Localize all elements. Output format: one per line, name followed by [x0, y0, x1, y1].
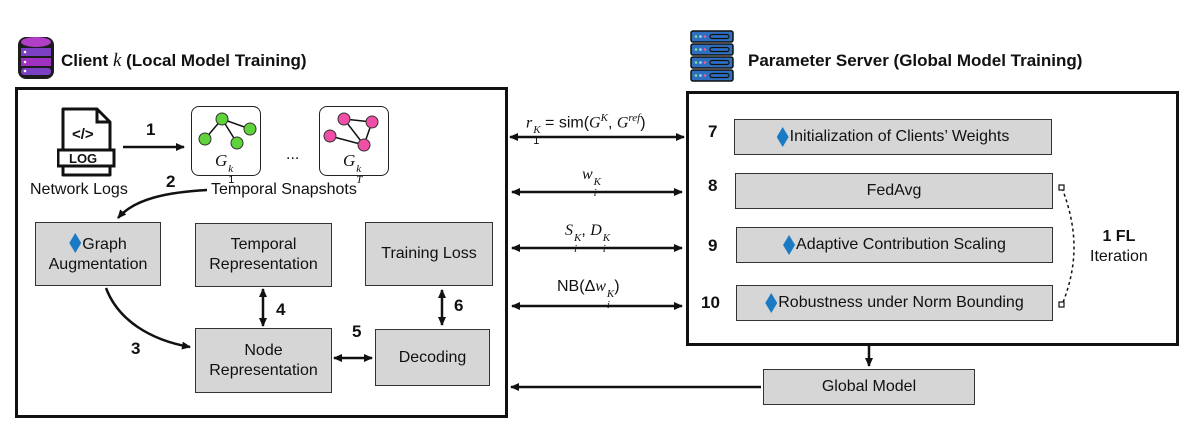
server-title: Parameter Server (Global Model Training) — [748, 51, 1083, 70]
step-6-label: 6 — [454, 296, 464, 315]
step-10-label: 10 — [701, 293, 720, 312]
step-9-label: 9 — [708, 236, 718, 255]
novel-marker-icon — [69, 233, 82, 253]
graph-node — [357, 138, 371, 152]
fl-iteration-label: 1 FL Iteration — [1090, 228, 1148, 265]
server-step-initialization: Initialization of Clients’ Weights — [734, 119, 1052, 155]
client-title: Client k (Local Model Training) — [61, 50, 307, 71]
graph-node — [323, 129, 337, 143]
step-5-label: 5 — [352, 322, 362, 341]
step-4-label: 4 — [276, 300, 286, 319]
log-file-icon — [56, 107, 117, 177]
novel-marker-icon — [783, 235, 796, 255]
novel-marker-icon — [776, 127, 789, 147]
global-model-box: Global Model — [763, 369, 975, 405]
server-rack-icon — [690, 30, 734, 84]
step-2-label: 2 — [166, 172, 176, 191]
step-8-label: 8 — [708, 176, 718, 195]
log-code-glyph: </> — [72, 126, 94, 143]
training-loss-box: Training Loss — [365, 222, 493, 286]
node-representation-box: Node Representation — [195, 328, 332, 393]
ellipsis: ... — [286, 146, 300, 163]
temporal-representation-box: Temporal Representation — [195, 223, 332, 287]
step-1-label: 1 — [146, 120, 156, 139]
novel-marker-icon — [765, 293, 778, 313]
graph-node — [365, 115, 379, 129]
server-step-fedavg: FedAvg — [735, 173, 1053, 209]
graph-node — [198, 132, 212, 146]
step-7-label: 7 — [708, 122, 718, 141]
decoding-box: Decoding — [375, 329, 490, 386]
database-icon — [16, 33, 56, 83]
graph-node — [337, 112, 351, 126]
server-step-norm-bounding: Robustness under Norm Bounding — [736, 285, 1053, 321]
graph-node — [215, 112, 229, 126]
graph-node — [230, 136, 244, 150]
temporal-snapshots-label: Temporal Snapshots — [211, 181, 357, 198]
graph-node — [243, 122, 257, 136]
step-3-label: 3 — [131, 339, 141, 358]
graph-augmentation-box: Graph Augmentation — [35, 222, 161, 286]
server-step-adaptive-scaling: Adaptive Contribution Scaling — [736, 227, 1053, 263]
log-text-glyph: LOG — [69, 151, 98, 166]
network-logs-label: Network Logs — [30, 181, 128, 198]
